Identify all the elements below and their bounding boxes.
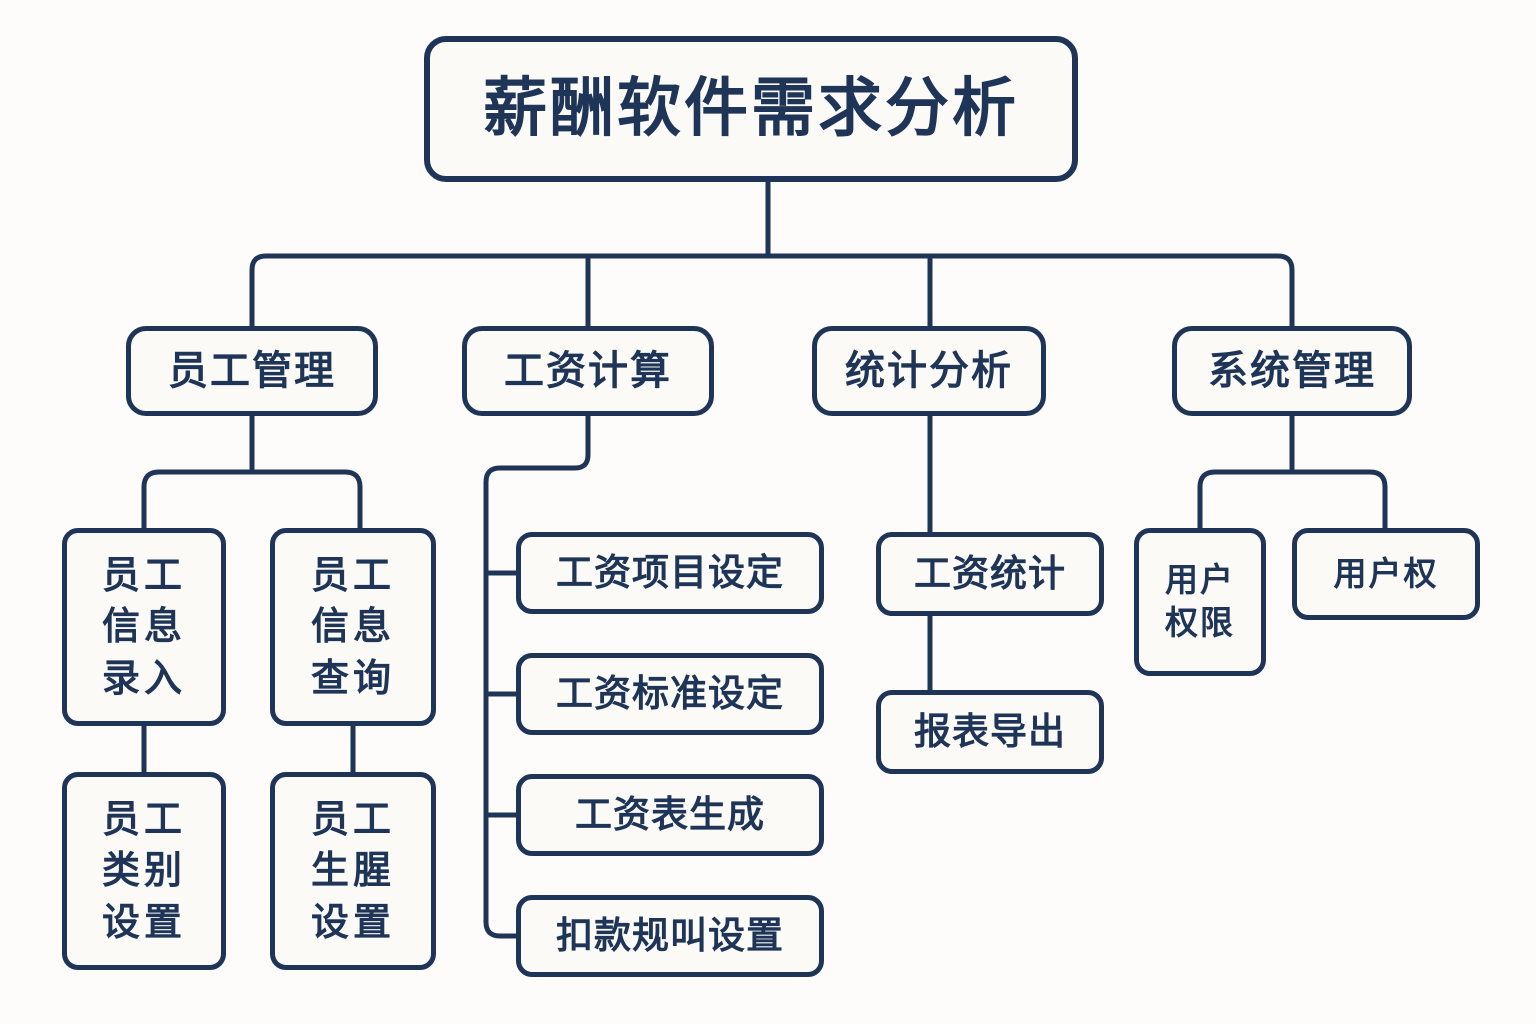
node-employee-category-setting[interactable]: 员工 类别 设置 xyxy=(62,772,226,970)
wire-sys-split xyxy=(1197,469,1388,528)
node-salary-item-setting[interactable]: 工资项目设定 xyxy=(516,532,824,614)
node-salary-standard-setting[interactable]: 工资标准设定 xyxy=(516,653,824,735)
node-user-right[interactable]: 用户权 xyxy=(1292,528,1480,620)
node-root[interactable]: 薪酬软件需求分析 xyxy=(424,36,1078,182)
wire-emp-split xyxy=(141,469,363,530)
node-employee-info-entry-label: 员工 信息 录入 xyxy=(101,553,186,700)
node-employee-career-setting[interactable]: 员工 生腥 设置 xyxy=(270,772,436,970)
node-system-management-label: 系统管理 xyxy=(1208,347,1376,394)
node-user-permission-label: 用户 权限 xyxy=(1165,560,1235,642)
node-employee-management-label: 员工管理 xyxy=(168,347,336,394)
node-report-export[interactable]: 报表导出 xyxy=(876,690,1104,774)
node-employee-info-entry[interactable]: 员工 信息 录入 xyxy=(62,528,226,726)
node-user-right-label: 用户权 xyxy=(1333,553,1439,593)
node-report-export-label: 报表导出 xyxy=(914,710,1066,754)
node-statistical-analysis-label: 统计分析 xyxy=(845,347,1013,394)
node-employee-management[interactable]: 员工管理 xyxy=(126,326,378,416)
node-salary-statistics[interactable]: 工资统计 xyxy=(876,532,1104,616)
node-salary-standard-setting-label: 工资标准设定 xyxy=(556,672,784,716)
node-system-management[interactable]: 系统管理 xyxy=(1172,326,1412,416)
node-employee-info-query-label: 员工 信息 查询 xyxy=(310,553,395,700)
node-deduction-rule-setting-label: 扣款规叫设置 xyxy=(556,914,784,958)
node-deduction-rule-setting[interactable]: 扣款规叫设置 xyxy=(516,895,824,977)
wire-main-bus xyxy=(249,253,1295,330)
node-employee-info-query[interactable]: 员工 信息 查询 xyxy=(270,528,436,726)
node-salary-calculation[interactable]: 工资计算 xyxy=(462,326,714,416)
node-user-permission[interactable]: 用户 权限 xyxy=(1134,528,1266,676)
node-payroll-generation-label: 工资表生成 xyxy=(575,793,765,837)
node-employee-category-setting-label: 员工 类别 设置 xyxy=(101,797,186,944)
node-salary-statistics-label: 工资统计 xyxy=(914,552,1066,596)
node-root-label: 薪酬软件需求分析 xyxy=(483,71,1019,146)
node-payroll-generation[interactable]: 工资表生成 xyxy=(516,774,824,856)
node-salary-calculation-label: 工资计算 xyxy=(504,347,672,394)
node-statistical-analysis[interactable]: 统计分析 xyxy=(812,326,1046,416)
node-salary-item-setting-label: 工资项目设定 xyxy=(556,551,784,595)
node-employee-career-setting-label: 员工 生腥 设置 xyxy=(310,797,395,944)
